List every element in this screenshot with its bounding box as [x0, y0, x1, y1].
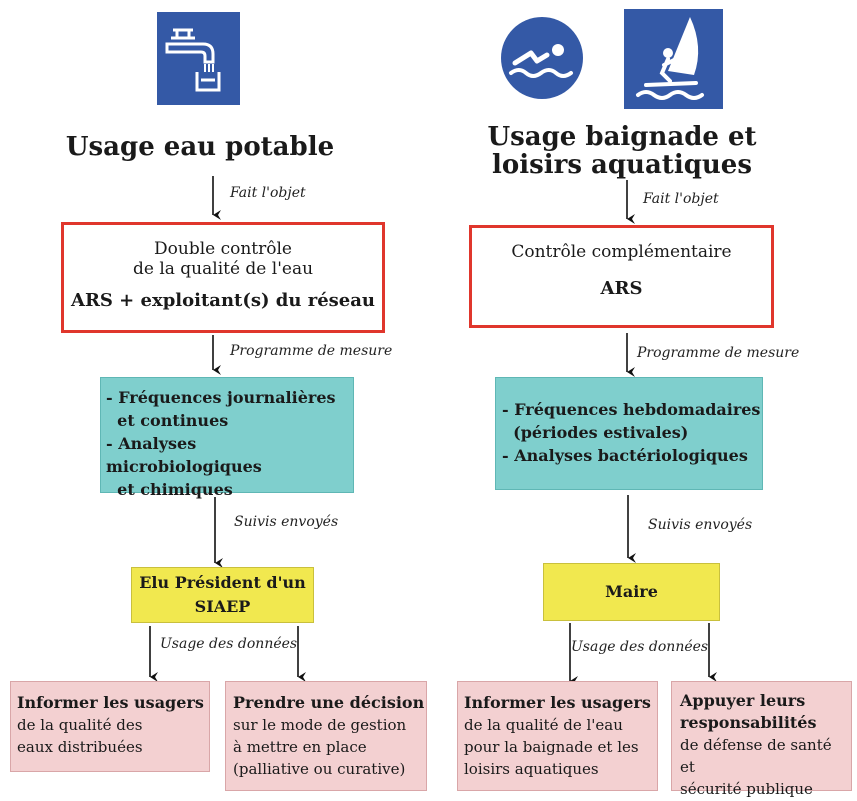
left-arrow1-label: Fait l'objet [230, 185, 306, 201]
right-use1-line2: pour la baignade et les [464, 738, 639, 756]
left-use2-title: Prendre une décision [233, 693, 425, 712]
right-use1-title: Informer les usagers [464, 693, 651, 712]
left-arrow4-label: Usage des données [160, 636, 298, 652]
left-recipient-line2: SIAEP [194, 597, 251, 616]
left-control-line2: de la qualité de l'eau [132, 259, 314, 279]
right-measure-2: (périodes estivales) [502, 423, 689, 442]
windsurfing-icon [624, 9, 723, 109]
left-arrow2-label: Programme de mesure [230, 343, 393, 359]
left-use2-line3: (palliative ou curative) [233, 760, 406, 778]
left-measure-1: - Fréquences journalières [106, 388, 336, 407]
right-control-box: Contrôle complémentaire ARS [469, 225, 774, 328]
left-arrow3-label: Suivis envoyés [234, 514, 339, 530]
left-control-box: Double contrôle de la qualité de l'eau A… [61, 222, 385, 333]
right-recipient-box: Maire [543, 563, 720, 621]
left-use2-line2: à mettre en place [233, 738, 367, 756]
right-control-actors: ARS [600, 278, 643, 299]
right-title-line2: loisirs aquatiques [492, 150, 752, 180]
right-use1-line1: de la qualité de l'eau [464, 716, 623, 734]
left-control-actors: ARS + exploitant(s) du réseau [70, 290, 375, 311]
swimming-icon [501, 17, 583, 99]
right-arrow4-label: Usage des données [571, 639, 709, 655]
right-title-line1: Usage baignade et [487, 122, 757, 152]
right-use-box-support: Appuyer leurs responsabilités de défense… [671, 681, 852, 798]
left-use1-title: Informer les usagers [17, 693, 204, 712]
right-use2-title-line2: responsabilités [680, 713, 817, 732]
left-measure-4: et chimiques [106, 480, 233, 499]
left-recipient-box: Elu Président d'un SIAEP [131, 567, 314, 623]
left-title: Usage eau potable [65, 132, 335, 162]
left-recipient-line1: Elu Président d'un [139, 573, 306, 592]
drinking-water-tap-icon [157, 12, 240, 105]
right-use2-title-line1: Appuyer leurs [680, 691, 806, 710]
right-use2-line2: sécurité publique [680, 780, 813, 798]
left-use1-line2: eaux distribuées [17, 738, 143, 756]
left-measures-box: - Fréquences journalières et continues -… [100, 377, 354, 499]
left-use2-line1: sur le mode de gestion [233, 716, 407, 734]
right-measure-3: - Analyses bactériologiques [502, 446, 748, 465]
left-measure-3: - Analyses microbiologiques [106, 434, 262, 476]
right-use-box-inform: Informer les usagers de la qualité de l'… [457, 681, 658, 791]
left-use1-line1: de la qualité des [17, 716, 143, 734]
right-title: Usage baignade et loisirs aquatiques [462, 123, 782, 179]
right-arrow2-label: Programme de mesure [637, 345, 800, 361]
left-use-box-inform: Informer les usagers de la qualité des e… [10, 681, 210, 772]
right-arrow1-label: Fait l'objet [643, 191, 719, 207]
left-use-box-decide: Prendre une décision sur le mode de gest… [225, 681, 427, 791]
left-measure-2: et continues [106, 411, 229, 430]
right-measures-box: - Fréquences hebdomadaires (périodes est… [495, 377, 763, 490]
right-use1-line3: loisirs aquatiques [464, 760, 599, 778]
right-measure-1: - Fréquences hebdomadaires [502, 400, 761, 419]
right-recipient: Maire [605, 582, 658, 601]
right-arrow3-label: Suivis envoyés [648, 517, 753, 533]
right-control-line1: Contrôle complémentaire [511, 242, 732, 262]
left-control-line1: Double contrôle [154, 239, 292, 259]
right-use2-line1: de défense de santé et [680, 736, 832, 776]
